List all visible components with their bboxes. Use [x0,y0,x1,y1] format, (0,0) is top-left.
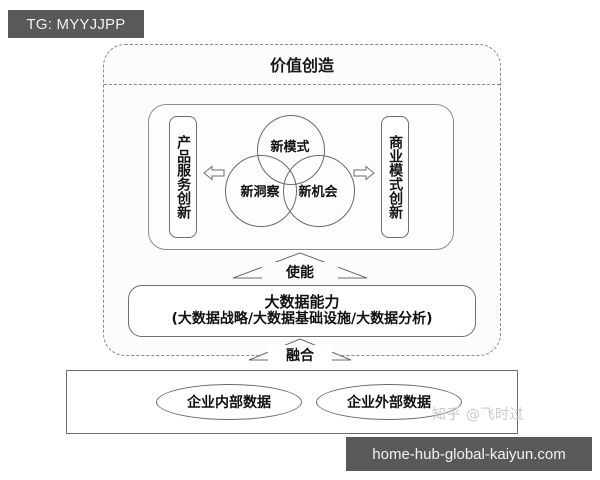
venn-diagram: 新模式 新洞察 新机会 [225,115,355,237]
venn-circle-new-model [257,115,325,185]
big-data-capability-box: 大数据能力 (大数据战略/大数据基础设施/大数据分析) [128,285,476,337]
venn-label-new-insight: 新洞察 [240,185,280,200]
enable-label: 使能 [262,262,338,282]
fusion-label: 融合 [268,345,332,365]
product-service-innovation-box: 产品服务创新 [169,116,197,238]
venn-label-new-model: 新模式 [270,140,310,155]
internal-data-label: 企业内部数据 [187,395,271,411]
website-url-banner: home-hub-global-kaiyun.com [346,437,592,471]
business-model-innovation-label: 商业模式创新 [387,135,404,219]
product-service-innovation-label: 产品服务创新 [175,135,192,219]
telegram-handle-label: TG: MYYJJPP [26,15,126,33]
big-data-capability-title: 大数据能力 [264,293,340,312]
venn-label-new-opportunity: 新机会 [298,185,338,200]
zhihu-watermark: 知乎 @飞时过 [432,407,524,423]
website-url-label: home-hub-global-kaiyun.com [372,445,566,463]
business-model-innovation-box: 商业模式创新 [381,116,409,238]
big-data-capability-subtitle: (大数据战略/大数据基础设施/大数据分析) [171,311,433,328]
external-data-ellipse: 企业外部数据 [316,384,462,420]
value-creation-title-divider [104,84,500,85]
value-creation-title: 价值创造 [269,56,334,75]
external-data-label: 企业外部数据 [347,395,431,411]
telegram-handle-banner: TG: MYYJJPP [8,10,144,38]
arrow-left-icon [203,165,225,185]
internal-data-ellipse: 企业内部数据 [156,384,302,420]
arrow-right-icon [353,165,375,185]
